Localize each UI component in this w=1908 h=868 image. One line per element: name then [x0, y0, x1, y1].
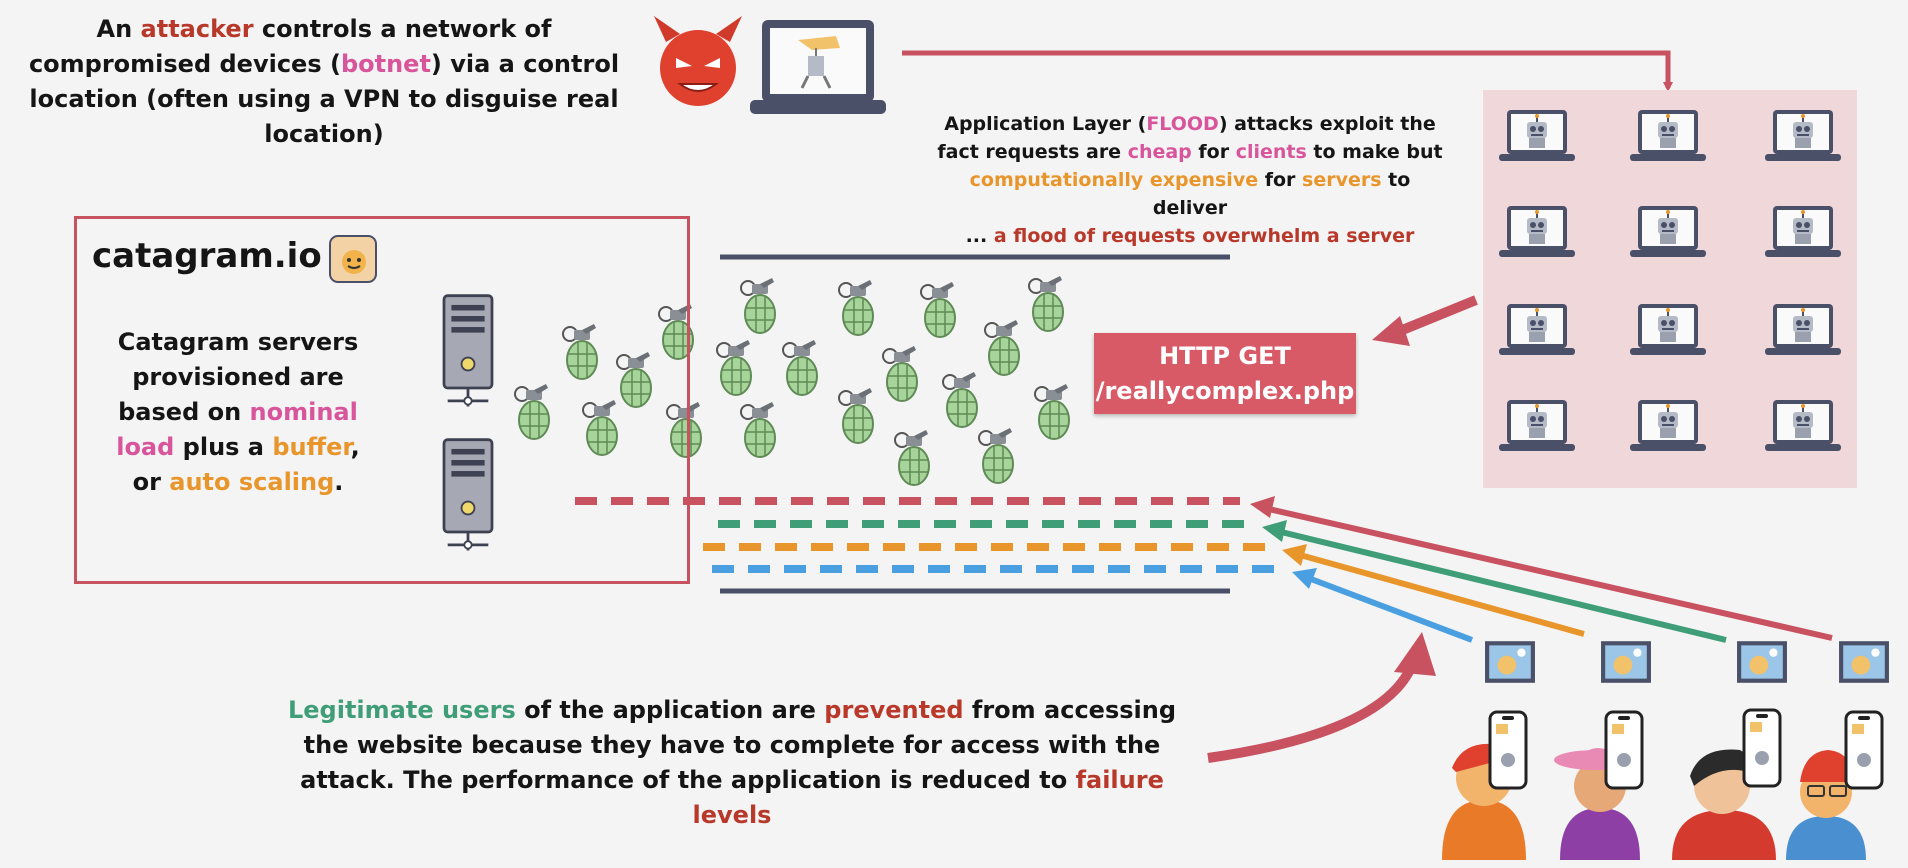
http-method: HTTP GET — [1159, 342, 1291, 370]
clients-highlight: clients — [1235, 141, 1307, 163]
catagram-text: . — [334, 468, 344, 496]
robot-laptop-icon — [1764, 399, 1842, 452]
cat-picture-icon — [1601, 641, 1651, 683]
robot-laptop-icon — [1498, 303, 1576, 356]
grenade-icon — [920, 281, 956, 338]
http-get-request-box: HTTP GET /reallycomplex.php — [1094, 333, 1356, 414]
flood-text: fact requests are — [937, 141, 1128, 163]
catagram-description: Catagram servers provisioned are based o… — [108, 325, 368, 500]
catagram-panel — [74, 216, 690, 584]
catagram-logo-icon — [329, 235, 377, 283]
http-path: /reallycomplex.php — [1095, 377, 1355, 405]
impact-curved-arrow — [1207, 658, 1419, 763]
intro-text: ) via a control location (often using a … — [29, 50, 620, 148]
impact-text: from accessing the website because they … — [300, 696, 1177, 794]
servers-highlight: servers — [1302, 169, 1382, 191]
cat-picture-icon — [1485, 641, 1535, 683]
blue-user-arrow — [1301, 573, 1474, 643]
orange-user-arrow — [1292, 550, 1585, 637]
botnet-highlight: botnet — [340, 50, 431, 78]
grenade-icon — [838, 279, 874, 336]
grenade-icon — [1028, 275, 1064, 332]
failure-levels-highlight: failure levels — [692, 766, 1164, 829]
flood-text: to deliver — [1152, 169, 1411, 219]
grenade-icon — [838, 387, 874, 444]
auto-scaling-highlight: auto scaling — [169, 468, 335, 496]
impact-text: of the application are — [515, 696, 825, 724]
flood-text: for — [1191, 141, 1236, 163]
flood-text: Application Layer ( — [944, 113, 1147, 135]
flood-text: to make but — [1306, 141, 1443, 163]
prevented-highlight: prevented — [824, 696, 964, 724]
intro-text: controls a network of compromised device… — [28, 15, 552, 78]
impact-description: Legitimate users of the application are … — [262, 693, 1202, 833]
catagram-text: Catagram servers provisioned are based o… — [117, 328, 359, 426]
legitimate-users-highlight: Legitimate users — [287, 696, 516, 724]
grenade-icon — [1034, 383, 1070, 440]
buffer-highlight: buffer — [272, 433, 351, 461]
nominal-load-highlight: nominal load — [116, 398, 358, 461]
legitimate-users — [1442, 641, 1889, 860]
grenade-icon — [782, 339, 818, 396]
grenade-icon — [942, 371, 978, 428]
robot-laptop-icon — [1629, 109, 1707, 162]
botnet-panel — [1483, 90, 1857, 488]
devil-face-icon — [654, 16, 742, 106]
flood-description: Application Layer (FLOOD) attacks exploi… — [930, 110, 1450, 250]
flood-text: for — [1258, 169, 1303, 191]
overwhelm-highlight: a flood of requests overwhelm a server — [993, 225, 1415, 247]
botnet-to-request-arrow — [1393, 295, 1478, 338]
person-with-phone-icon — [1672, 708, 1782, 860]
robot-laptop-icon — [1764, 205, 1842, 258]
attacker-highlight: attacker — [140, 15, 254, 43]
person-with-phone-icon — [1786, 710, 1884, 860]
robot-laptop-icon — [1629, 303, 1707, 356]
person-with-phone-icon — [1554, 710, 1644, 860]
expensive-highlight: computationally expensive — [969, 169, 1259, 191]
attacker-description: An attacker controls a network of compro… — [8, 12, 640, 152]
robot-laptop-icon — [1498, 205, 1576, 258]
puppet-laptop-icon — [750, 20, 886, 114]
catagram-title: catagram.io — [92, 236, 322, 276]
control-to-botnet-arrow — [902, 50, 1673, 92]
cheap-highlight: cheap — [1127, 141, 1192, 163]
intro-text: An — [96, 15, 141, 43]
grenade-icon — [894, 429, 930, 486]
person-with-phone-icon — [1442, 710, 1528, 860]
botnet-grid — [1498, 109, 1842, 452]
grenade-icon — [882, 345, 918, 402]
robot-laptop-icon — [1498, 109, 1576, 162]
grenade-icon — [984, 319, 1020, 376]
attacker-user-arrow — [1259, 504, 1833, 641]
robot-laptop-icon — [1629, 205, 1707, 258]
grenade-icon — [740, 401, 776, 458]
cat-picture-icon — [1839, 641, 1889, 683]
catagram-text: plus a — [174, 433, 273, 461]
grenade-icon — [716, 339, 752, 396]
flood-highlight: FLOOD — [1146, 113, 1219, 135]
grenade-icon — [978, 427, 1014, 484]
robot-laptop-icon — [1498, 399, 1576, 452]
flood-text: ) attacks exploit the — [1218, 113, 1436, 135]
grenade-icon — [740, 277, 776, 334]
robot-laptop-icon — [1764, 109, 1842, 162]
catagram-text: , or — [132, 433, 360, 496]
robot-laptop-icon — [1629, 399, 1707, 452]
flood-text: ... — [965, 225, 994, 247]
green-user-arrow — [1272, 527, 1727, 643]
cat-picture-icon — [1737, 641, 1787, 683]
robot-laptop-icon — [1764, 303, 1842, 356]
